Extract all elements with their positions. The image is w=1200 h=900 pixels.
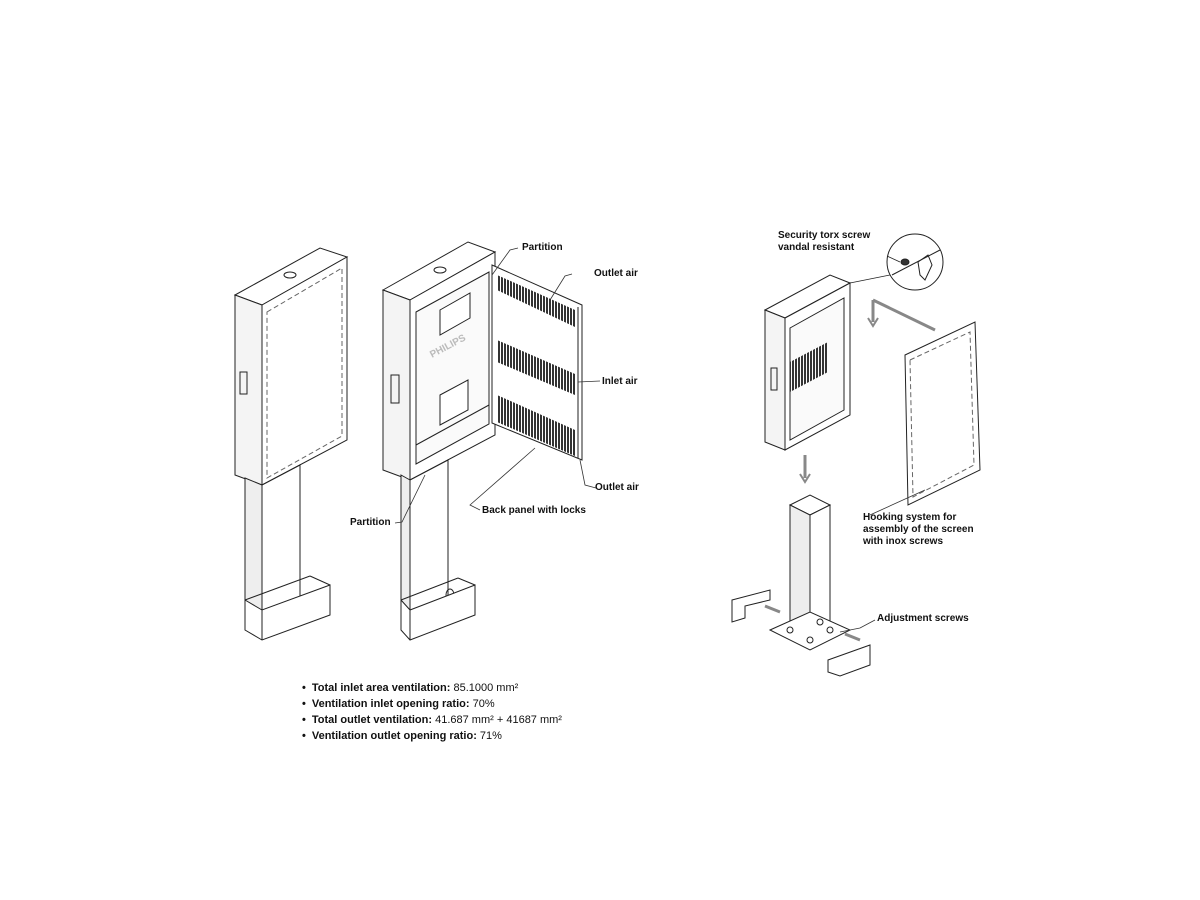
label-outlet-air-bottom: Outlet air: [595, 482, 639, 493]
spec-label: Total outlet ventilation:: [311, 714, 433, 726]
spec-value: 41.687 mm² + 41687 mm²: [435, 714, 562, 726]
spec-item: Total outlet ventilation: 41.687 mm² + 4…: [302, 712, 562, 728]
spec-item: Ventilation outlet opening ratio: 71%: [302, 728, 562, 744]
spec-value: 70%: [472, 698, 495, 710]
ventilation-specs: Total inlet area ventilation: 85.1000 mm…: [302, 680, 562, 744]
label-partition-bottom: Partition: [350, 517, 391, 528]
spec-label: Ventilation outlet opening ratio:: [311, 730, 477, 742]
security-line-2: vandal resistant: [778, 242, 855, 253]
spec-label: Total inlet area ventilation:: [311, 682, 451, 694]
label-hooking-system: Hooking system for assembly of the scree…: [863, 512, 974, 548]
hooking-line-2: assembly of the screen: [863, 524, 974, 535]
label-security-screw: Security torx screw vandal resistant: [778, 230, 870, 254]
hooking-line-1: Hooking system for: [863, 512, 957, 523]
screen-panel: [904, 321, 981, 506]
label-inlet-air: Inlet air: [602, 376, 638, 387]
spec-item: Total inlet area ventilation: 85.1000 mm…: [302, 680, 562, 696]
leader-lines: [394, 247, 601, 524]
label-back-panel: Back panel with locks: [482, 505, 586, 516]
label-partition-top: Partition: [522, 242, 563, 253]
spec-value: 85.1000 mm²: [453, 682, 519, 694]
label-outlet-air-top: Outlet air: [594, 268, 638, 279]
open-kiosk: [381, 241, 583, 641]
closed-kiosk: [233, 247, 349, 641]
exploded-assembly: [731, 233, 981, 677]
security-line-1: Security torx screw: [778, 230, 871, 241]
spec-label: Ventilation inlet opening ratio:: [311, 698, 470, 710]
spec-value: 71%: [479, 730, 502, 742]
label-adjustment-screws: Adjustment screws: [877, 613, 969, 624]
spec-item: Ventilation inlet opening ratio: 70%: [302, 696, 562, 712]
hooking-line-3: with inox screws: [863, 536, 944, 547]
